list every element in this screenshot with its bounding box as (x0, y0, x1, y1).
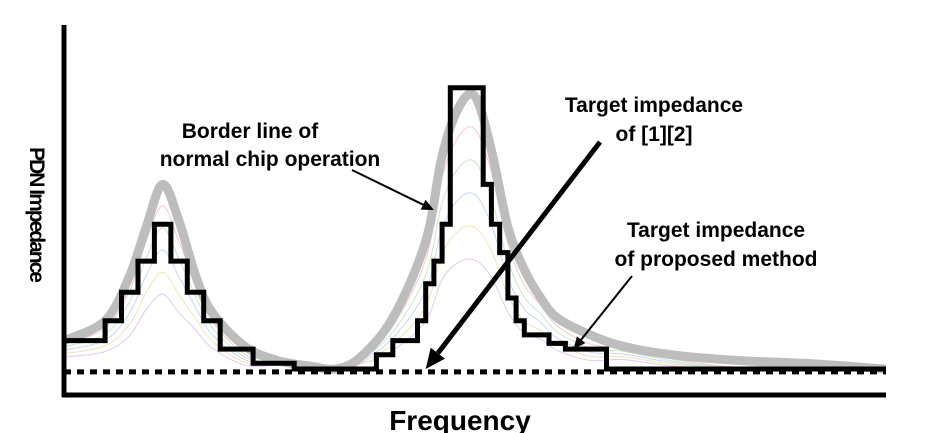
annotation-text: Border line of (182, 120, 320, 143)
y-axis-label: PDN Impedance (25, 147, 48, 282)
annotation-arrowhead (573, 336, 586, 350)
annotation-text: of [1][2] (616, 123, 693, 146)
proposed-target-impedance-staircase (64, 85, 886, 372)
annotation-text: of proposed method (615, 248, 818, 271)
annotation-text: Target impedance (627, 219, 805, 242)
border-line-curve (62, 89, 887, 374)
annotation-arrowhead (425, 347, 445, 369)
faint-curve (63, 159, 887, 371)
faint-curve (63, 258, 887, 371)
annotation-arrow (351, 169, 424, 206)
annotation-arrowhead (420, 199, 434, 210)
faint-curve (63, 225, 887, 371)
annotation-text: normal chip operation (160, 148, 381, 171)
x-axis-label: Frequency (389, 405, 531, 433)
annotation-text: Target impedance (565, 94, 743, 117)
annotation-arrow (435, 140, 602, 355)
annotation-arrow (580, 275, 633, 341)
faint-curve (63, 192, 887, 371)
